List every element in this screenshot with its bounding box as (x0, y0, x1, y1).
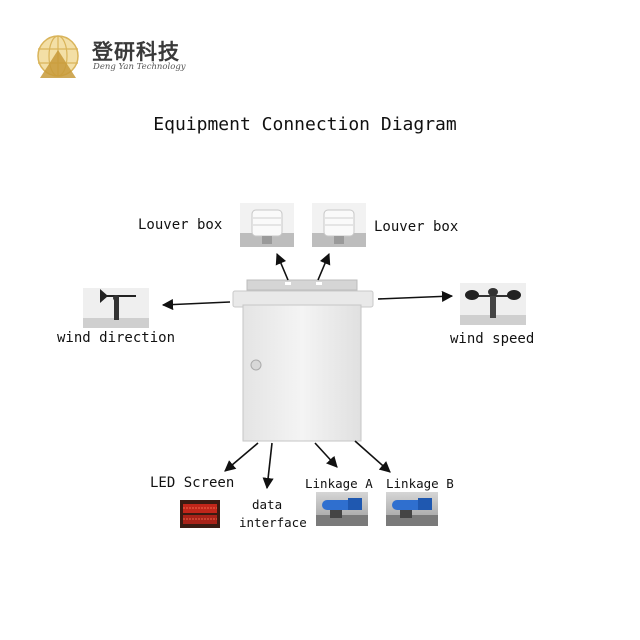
label-wind-direction: wind direction (57, 330, 176, 346)
arrow-to-led-screen (224, 442, 259, 472)
label-louver-box-right: Louver box (374, 219, 459, 235)
wind-direction-sensor-photo (83, 288, 149, 328)
linkage-a-photo (316, 492, 368, 526)
control-cabinet (232, 279, 374, 442)
arrow-to-louver-left (275, 252, 289, 281)
louver-box-left-photo (240, 203, 294, 247)
arrow-to-linkage-a (314, 442, 338, 468)
brand-name-cn: 登研科技 (92, 39, 180, 64)
led-screen-photo (180, 500, 220, 528)
label-wind-speed: wind speed (450, 331, 535, 347)
label-interface: interface (239, 515, 307, 530)
wind-speed-sensor-photo (460, 283, 526, 325)
brand-logo (37, 35, 79, 78)
arrow-to-wind-speed (377, 290, 454, 303)
arrow-to-linkage-b (354, 440, 391, 473)
label-linkage-b: Linkage B (386, 476, 454, 491)
diagram-title: Equipment Connection Diagram (153, 114, 457, 135)
globe-triangle-icon (37, 35, 79, 78)
cabinet-lock-icon (250, 359, 262, 371)
louver-box-right-photo (312, 203, 366, 247)
label-louver-box-left: Louver box (138, 217, 223, 233)
label-data: data (252, 497, 283, 512)
label-linkage-a: Linkage A (305, 476, 373, 491)
label-led-screen: LED Screen (150, 475, 235, 491)
arrow-to-louver-right (317, 252, 331, 281)
brand-name-en: Deng Yan Technology (93, 62, 186, 72)
arrow-to-data-interface (262, 442, 274, 490)
arrow-to-wind-direction (161, 298, 231, 311)
linkage-b-photo (386, 492, 438, 526)
